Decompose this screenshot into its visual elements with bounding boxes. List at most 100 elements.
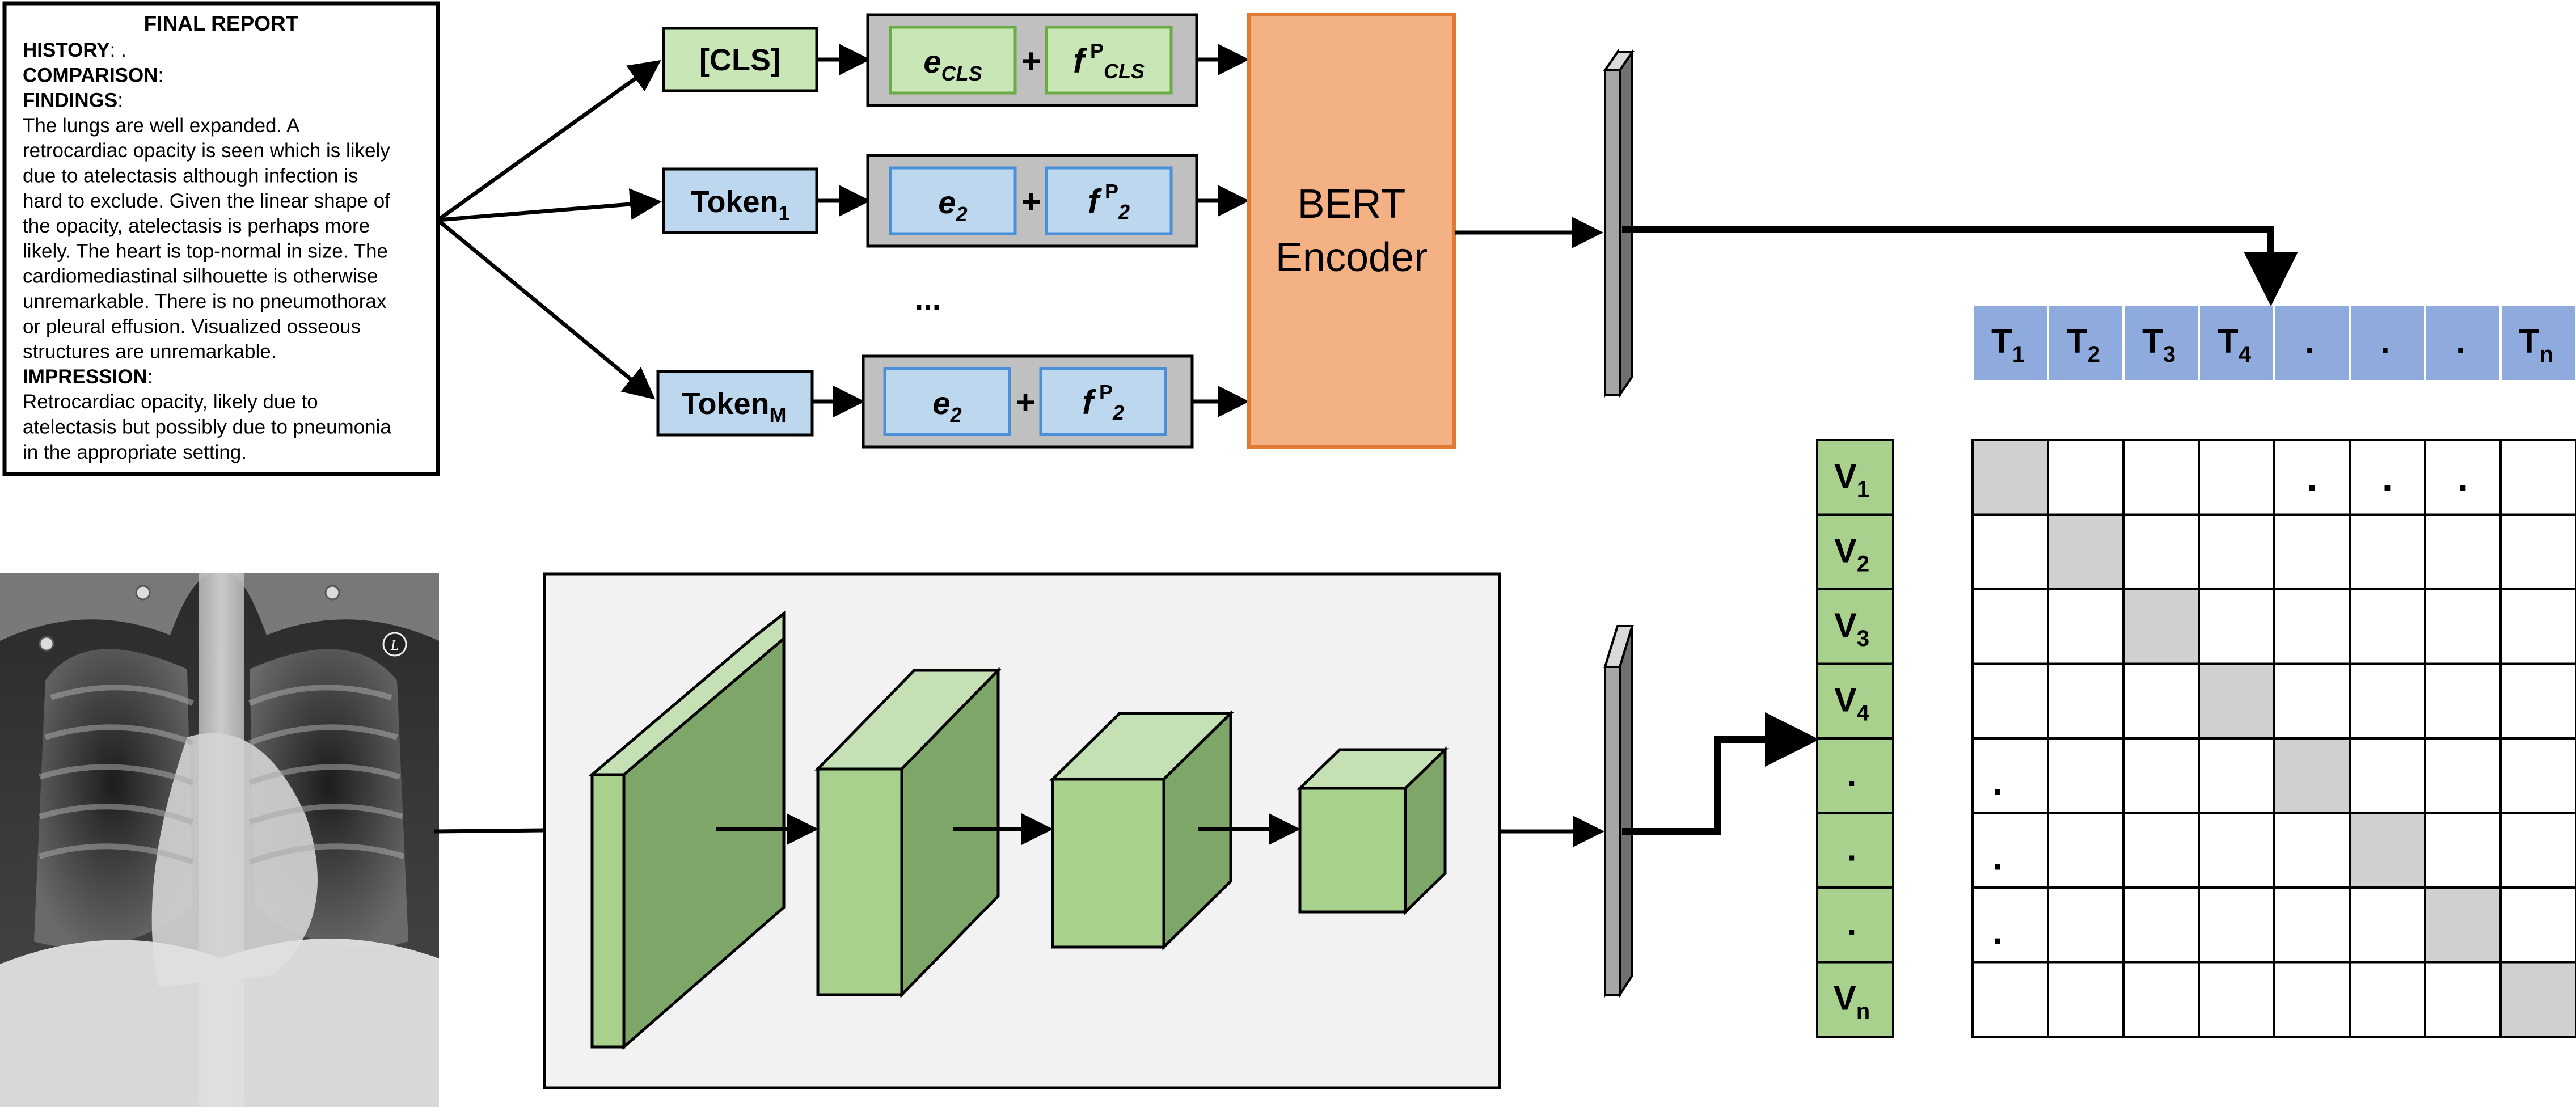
image-feature-cell: V2 bbox=[1816, 513, 1894, 590]
matrix-cell bbox=[1971, 812, 2049, 889]
matrix-cell bbox=[2499, 513, 2576, 590]
matrix-cell bbox=[2424, 812, 2502, 889]
similarity-matrix: ...... bbox=[1971, 439, 2576, 1038]
matrix-cell-diagonal bbox=[2424, 886, 2502, 964]
text-feature-cell: . bbox=[2426, 306, 2499, 380]
text-feature-label: T1 bbox=[1991, 322, 2025, 367]
matrix-cell bbox=[2499, 588, 2576, 665]
matrix-col-ellipsis: . bbox=[1992, 834, 2003, 878]
matrix-cell bbox=[2349, 662, 2426, 740]
text-feature-row: T1 T2 T3 T4... Tn bbox=[1974, 306, 2575, 380]
report-line: in the appropriate setting. bbox=[23, 441, 247, 463]
text-feature-label: . bbox=[2380, 322, 2390, 360]
matrix-cell bbox=[2122, 737, 2200, 814]
matrix-cell bbox=[1971, 886, 2049, 964]
ellipsis: ... bbox=[915, 281, 941, 316]
matrix-cell-diagonal bbox=[2349, 812, 2426, 889]
report-line: due to atelectasis although infection is bbox=[23, 165, 358, 187]
matrix-row-ellipsis: . bbox=[2382, 455, 2393, 500]
text-feature-cell: T3 bbox=[2125, 306, 2198, 380]
token-column: [CLS] Token1 TokenM bbox=[656, 27, 818, 437]
matrix-cell bbox=[2424, 961, 2502, 1038]
svg-text:e2: e2 bbox=[938, 184, 967, 226]
image-feature-label: V2 bbox=[1834, 532, 1869, 577]
matrix-cell bbox=[1971, 737, 2049, 814]
embedding-to-encoder-arrows bbox=[1192, 44, 1249, 417]
matrix-cell bbox=[2198, 588, 2275, 665]
report-line: or pleural effusion. Visualized osseous bbox=[23, 315, 361, 337]
bert-encoder: BERT Encoder bbox=[1247, 13, 1456, 449]
matrix-row-ellipsis: . bbox=[2307, 455, 2317, 500]
matrix-cell bbox=[2122, 662, 2200, 740]
matrix-cell-diagonal bbox=[2198, 662, 2275, 740]
svg-text:eCLS: eCLS bbox=[923, 44, 982, 85]
image-feature-label: Vn bbox=[1834, 979, 1870, 1024]
image-feature-cell: V3 bbox=[1816, 588, 1894, 665]
image-feature-cell: . bbox=[1816, 812, 1894, 889]
text-feature-label: . bbox=[2456, 322, 2465, 360]
text-feature-cell: . bbox=[2275, 306, 2349, 380]
encoder-line1: BERT bbox=[1298, 181, 1406, 227]
matrix-cell bbox=[2122, 812, 2200, 889]
matrix-cell bbox=[2349, 513, 2426, 590]
image-feature-label: V1 bbox=[1834, 457, 1869, 502]
report-line: HISTORY: . bbox=[23, 39, 126, 61]
matrix-cell bbox=[2122, 513, 2200, 590]
matrix-cell bbox=[2273, 662, 2351, 740]
cnn-block-2 bbox=[814, 666, 1002, 999]
matrix-cell bbox=[2499, 737, 2576, 814]
image-feature-cell: V4 bbox=[1816, 662, 1894, 740]
text-feature-cell: . bbox=[2351, 306, 2424, 380]
text-feature-label: T3 bbox=[2142, 322, 2176, 367]
matrix-cell bbox=[2198, 439, 2275, 516]
matrix-cell-diagonal bbox=[2122, 588, 2200, 665]
matrix-cell bbox=[2424, 737, 2502, 814]
arrow-report-tokenm bbox=[436, 218, 656, 400]
matrix-cell-diagonal bbox=[2273, 737, 2351, 814]
matrix-cell bbox=[2273, 812, 2351, 889]
text-feature-label: T4 bbox=[2218, 322, 2252, 367]
token-1: Token1 bbox=[662, 167, 818, 234]
token-to-embedding-arrows bbox=[812, 44, 871, 417]
text-projection-layer bbox=[1603, 48, 1635, 399]
matrix-cell bbox=[2349, 588, 2426, 665]
e-2-box-m bbox=[883, 367, 1011, 436]
token-cls-label: [CLS] bbox=[699, 43, 781, 77]
matrix-cell bbox=[2047, 737, 2125, 814]
image-projection-layer bbox=[1603, 625, 1634, 999]
e-2-box bbox=[889, 166, 1017, 235]
image-feature-label: . bbox=[1847, 905, 1857, 943]
text-feature-cell: Tn bbox=[2502, 306, 2575, 380]
text-feature-label: T2 bbox=[2067, 322, 2100, 367]
text-feature-label: Tn bbox=[2519, 322, 2553, 367]
xray-side-marker bbox=[382, 632, 407, 657]
matrix-col-ellipsis: . bbox=[1992, 759, 2003, 804]
report-line: unremarkable. There is no pneumothorax bbox=[23, 290, 387, 312]
token-m: TokenM bbox=[656, 370, 814, 437]
svg-text:+: + bbox=[1021, 183, 1041, 221]
matrix-cell bbox=[2499, 886, 2576, 964]
f-2-box bbox=[1045, 166, 1173, 235]
matrix-cell bbox=[2273, 439, 2351, 516]
image-feature-label: . bbox=[1847, 755, 1857, 793]
matrix-cell bbox=[2047, 588, 2125, 665]
report-line: IMPRESSION: bbox=[23, 366, 153, 388]
report-line: COMPARISON: bbox=[23, 64, 163, 86]
matrix-cell bbox=[1971, 662, 2049, 740]
image-feature-cell: Vn bbox=[1816, 961, 1894, 1038]
matrix-cell bbox=[2198, 886, 2275, 964]
report-line: atelectasis but possibly due to pneumoni… bbox=[23, 416, 391, 438]
matrix-cell bbox=[2198, 961, 2275, 1038]
report-line: structures are unremarkable. bbox=[23, 341, 276, 363]
cnn-block-3 bbox=[1049, 710, 1235, 950]
matrix-row-ellipsis: . bbox=[2457, 455, 2468, 500]
token-1-label: Token1 bbox=[690, 185, 789, 225]
cnn-block-4 bbox=[1296, 746, 1449, 915]
cnn-panel bbox=[543, 572, 1501, 1089]
matrix-cell bbox=[2273, 961, 2351, 1038]
matrix-cell bbox=[2122, 439, 2200, 516]
